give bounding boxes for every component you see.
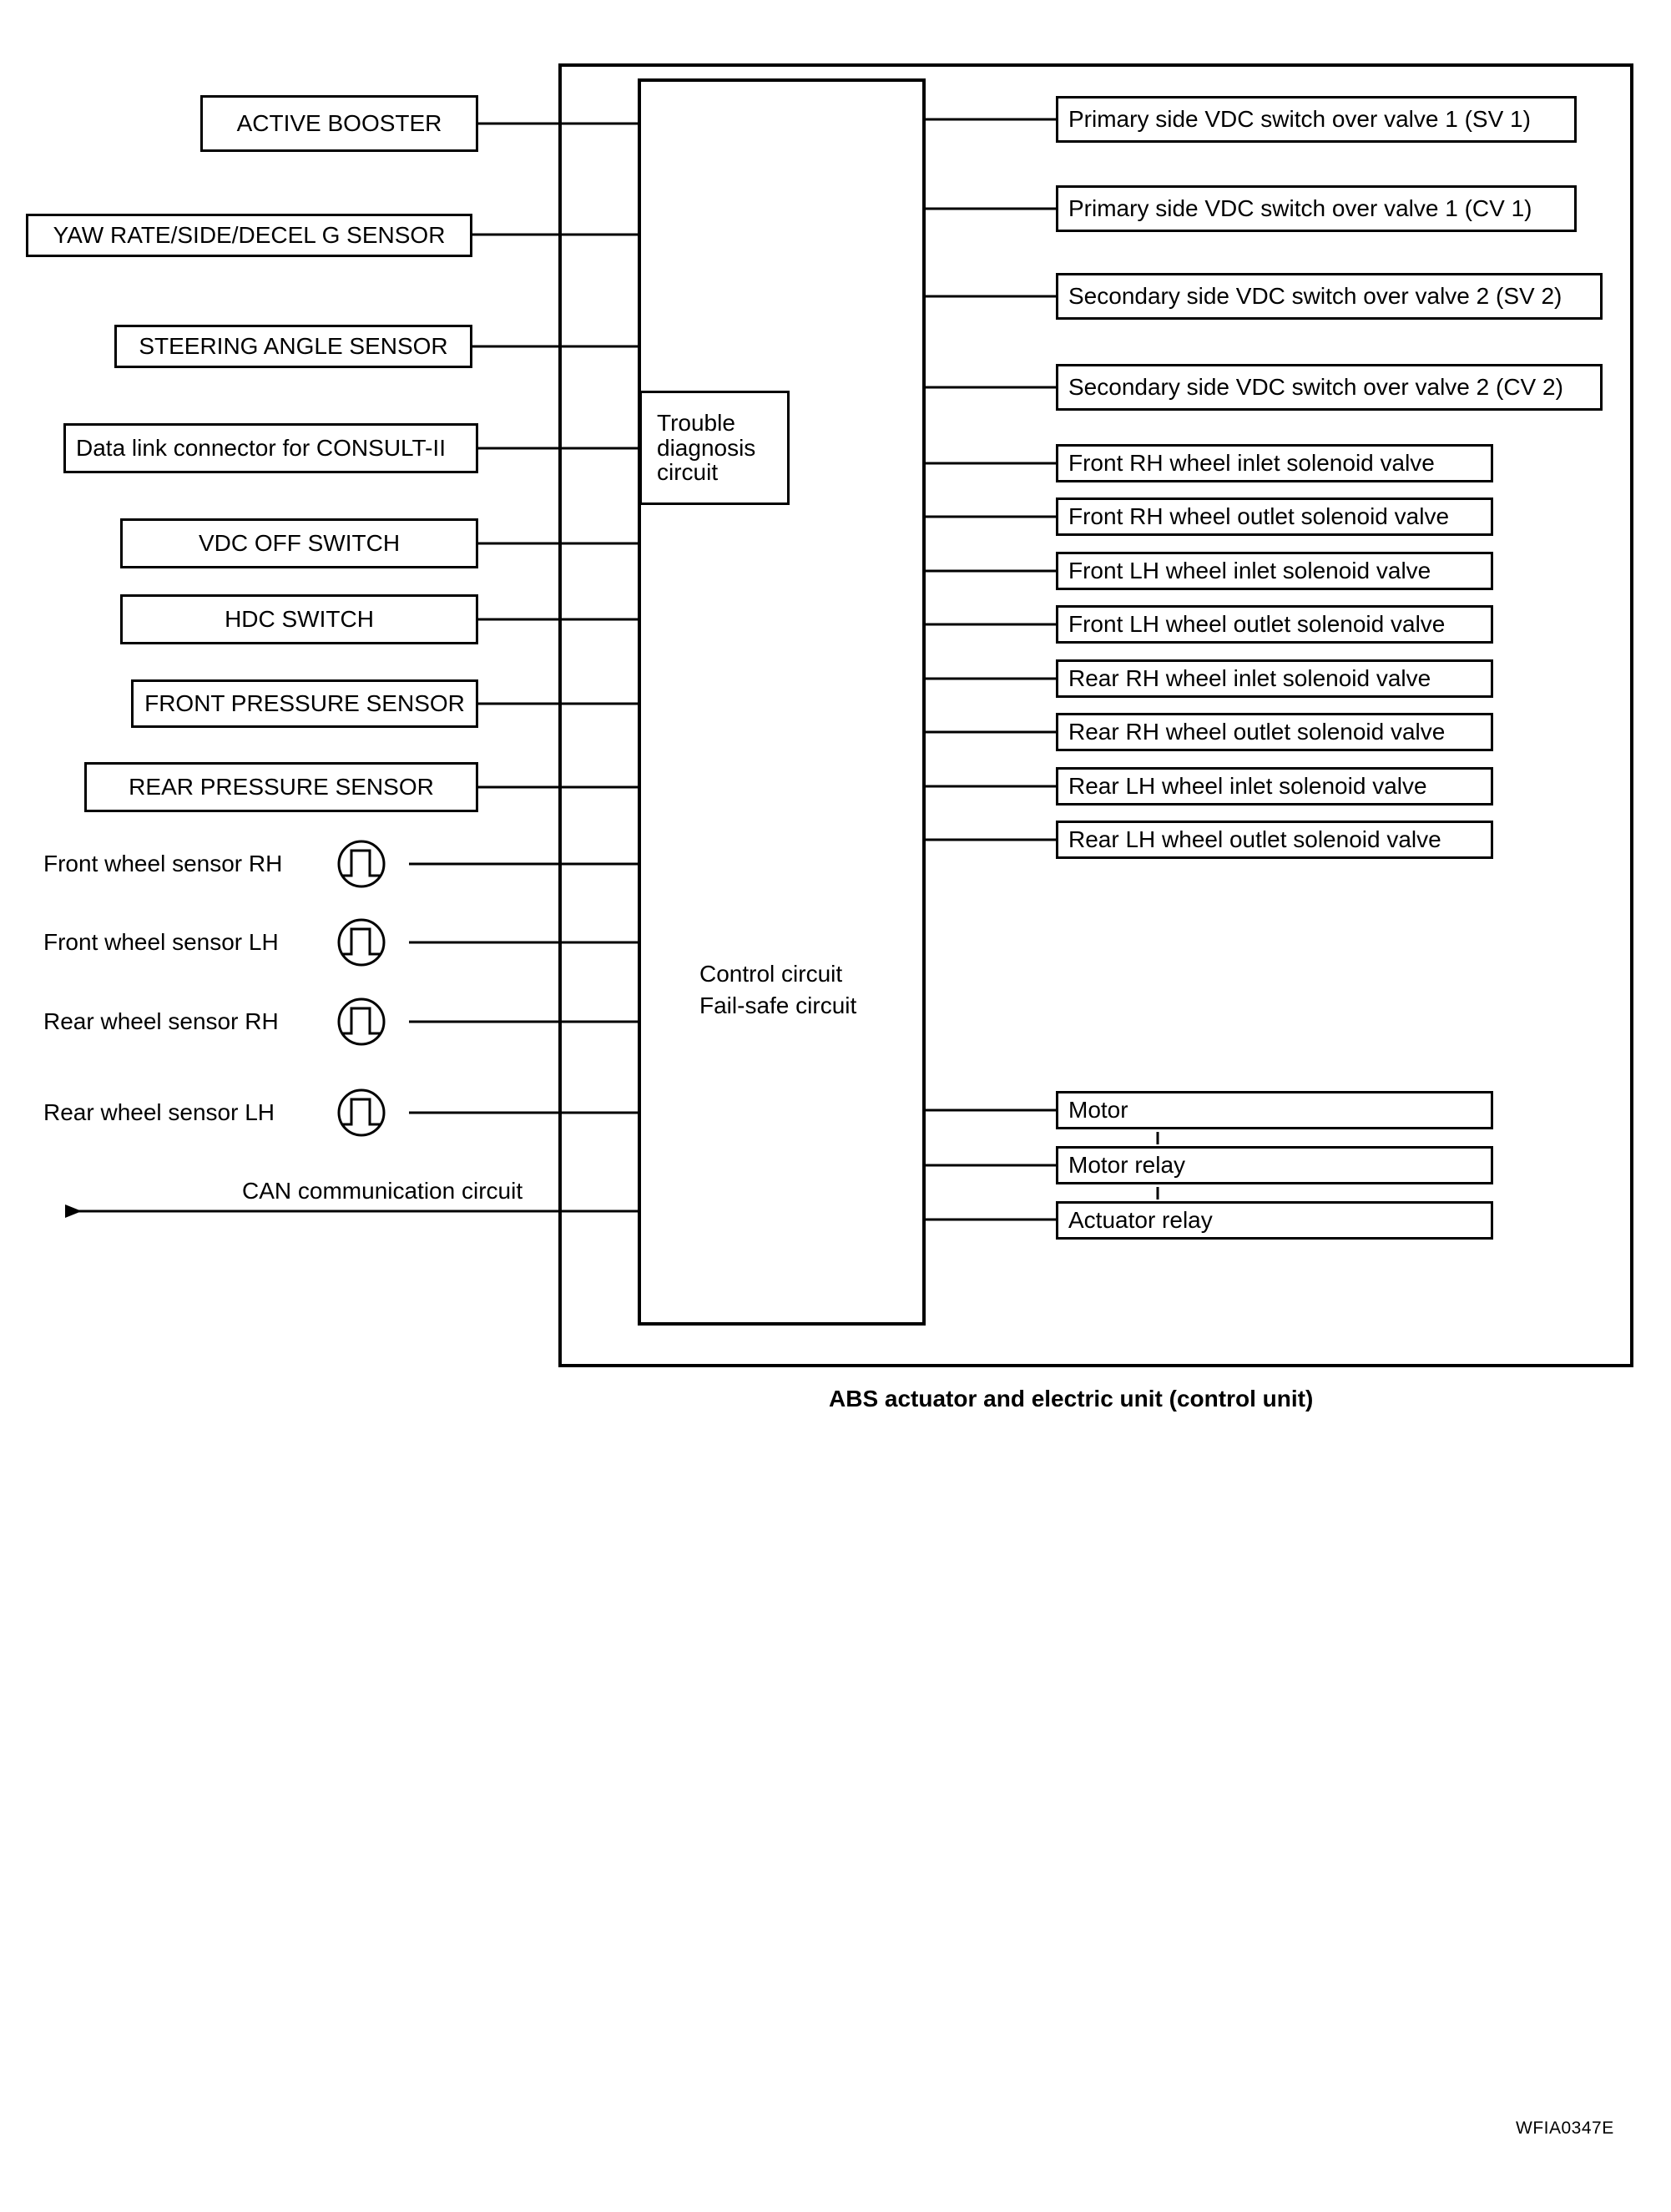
input-label-hdc-switch: HDC SWITCH <box>225 606 374 633</box>
input-box-steering-angle-sensor[interactable]: STEERING ANGLE SENSOR <box>114 325 472 368</box>
output-box-cv1[interactable]: Primary side VDC switch over valve 1 (CV… <box>1056 185 1577 232</box>
control-circuit-label: Control circuit Fail-safe circuit <box>699 961 857 1018</box>
output-label-rear-lh-outlet: Rear LH wheel outlet solenoid valve <box>1068 826 1441 853</box>
output-label-rear-lh-inlet: Rear LH wheel inlet solenoid valve <box>1068 773 1427 800</box>
input-box-yaw-rate-sensor[interactable]: YAW RATE/SIDE/DECEL G SENSOR <box>26 214 472 257</box>
input-box-active-booster[interactable]: ACTIVE BOOSTER <box>200 95 478 152</box>
output-label-cv2: Secondary side VDC switch over valve 2 (… <box>1068 374 1563 401</box>
diagram-caption: ABS actuator and electric unit (control … <box>829 1386 1314 1412</box>
output-label-rear-rh-inlet: Rear RH wheel inlet solenoid valve <box>1068 665 1431 692</box>
input-label-front-pressure-sensor: FRONT PRESSURE SENSOR <box>144 690 465 717</box>
input-box-front-pressure-sensor[interactable]: FRONT PRESSURE SENSOR <box>131 679 478 728</box>
output-label-motor: Motor <box>1068 1097 1128 1124</box>
pulse-waveform-icon <box>337 918 386 967</box>
output-box-front-rh-outlet[interactable]: Front RH wheel outlet solenoid valve <box>1056 497 1493 536</box>
output-box-rear-rh-inlet[interactable]: Rear RH wheel inlet solenoid valve <box>1056 659 1493 698</box>
input-label-vdc-off-switch: VDC OFF SWITCH <box>198 530 401 557</box>
control-circuit-inner-frame <box>638 78 926 1326</box>
pulse-waveform-icon <box>337 1088 386 1137</box>
output-label-sv1: Primary side VDC switch over valve 1 (SV… <box>1068 106 1531 133</box>
output-box-sv1[interactable]: Primary side VDC switch over valve 1 (SV… <box>1056 96 1577 143</box>
pulse-waveform-icon <box>337 840 386 888</box>
input-label-yaw-rate-sensor: YAW RATE/SIDE/DECEL G SENSOR <box>53 222 446 249</box>
output-label-front-rh-outlet: Front RH wheel outlet solenoid valve <box>1068 503 1450 530</box>
output-label-motor-relay: Motor relay <box>1068 1152 1186 1179</box>
wheel-sensor-label-front-lh: Front wheel sensor LH <box>43 929 279 955</box>
wheel-sensor-label-rear-rh: Rear wheel sensor RH <box>43 1008 279 1034</box>
input-box-data-link-connector[interactable]: Data link connector for CONSULT-II <box>63 423 478 473</box>
output-box-sv2[interactable]: Secondary side VDC switch over valve 2 (… <box>1056 273 1603 320</box>
input-label-active-booster: ACTIVE BOOSTER <box>236 110 442 137</box>
output-box-rear-lh-outlet[interactable]: Rear LH wheel outlet solenoid valve <box>1056 821 1493 859</box>
output-box-rear-rh-outlet[interactable]: Rear RH wheel outlet solenoid valve <box>1056 713 1493 751</box>
output-box-front-lh-inlet[interactable]: Front LH wheel inlet solenoid valve <box>1056 552 1493 590</box>
input-label-data-link-connector: Data link connector for CONSULT-II <box>76 435 446 462</box>
reference-code-label: WFIA0347E <box>1516 2119 1614 2138</box>
output-box-actuator-relay[interactable]: Actuator relay <box>1056 1201 1493 1240</box>
output-box-cv2[interactable]: Secondary side VDC switch over valve 2 (… <box>1056 364 1603 411</box>
can-communication-label: CAN communication circuit <box>242 1178 523 1204</box>
input-label-steering-angle-sensor: STEERING ANGLE SENSOR <box>139 333 448 360</box>
input-box-rear-pressure-sensor[interactable]: REAR PRESSURE SENSOR <box>84 762 478 812</box>
output-box-front-lh-outlet[interactable]: Front LH wheel outlet solenoid valve <box>1056 605 1493 644</box>
pulse-waveform-icon <box>337 997 386 1046</box>
output-label-sv2: Secondary side VDC switch over valve 2 (… <box>1068 283 1562 310</box>
abs-unit-outer-frame <box>558 63 1633 1367</box>
wheel-sensor-label-rear-lh: Rear wheel sensor LH <box>43 1099 275 1125</box>
output-label-front-rh-inlet: Front RH wheel inlet solenoid valve <box>1068 450 1435 477</box>
input-label-rear-pressure-sensor: REAR PRESSURE SENSOR <box>129 774 434 800</box>
output-label-rear-rh-outlet: Rear RH wheel outlet solenoid valve <box>1068 719 1446 745</box>
trouble-diagnosis-circuit-label: Trouble diagnosis circuit <box>657 410 756 486</box>
output-box-motor-relay[interactable]: Motor relay <box>1056 1146 1493 1184</box>
input-box-hdc-switch[interactable]: HDC SWITCH <box>120 594 478 644</box>
trouble-diagnosis-circuit-block[interactable]: Trouble diagnosis circuit <box>639 391 790 505</box>
output-box-motor[interactable]: Motor <box>1056 1091 1493 1129</box>
output-box-front-rh-inlet[interactable]: Front RH wheel inlet solenoid valve <box>1056 444 1493 482</box>
output-label-actuator-relay: Actuator relay <box>1068 1207 1213 1234</box>
output-label-front-lh-outlet: Front LH wheel outlet solenoid valve <box>1068 611 1446 638</box>
input-box-vdc-off-switch[interactable]: VDC OFF SWITCH <box>120 518 478 568</box>
wheel-sensor-label-front-rh: Front wheel sensor RH <box>43 851 283 876</box>
output-box-rear-lh-inlet[interactable]: Rear LH wheel inlet solenoid valve <box>1056 767 1493 806</box>
output-label-cv1: Primary side VDC switch over valve 1 (CV… <box>1068 195 1532 222</box>
output-label-front-lh-inlet: Front LH wheel inlet solenoid valve <box>1068 558 1431 584</box>
